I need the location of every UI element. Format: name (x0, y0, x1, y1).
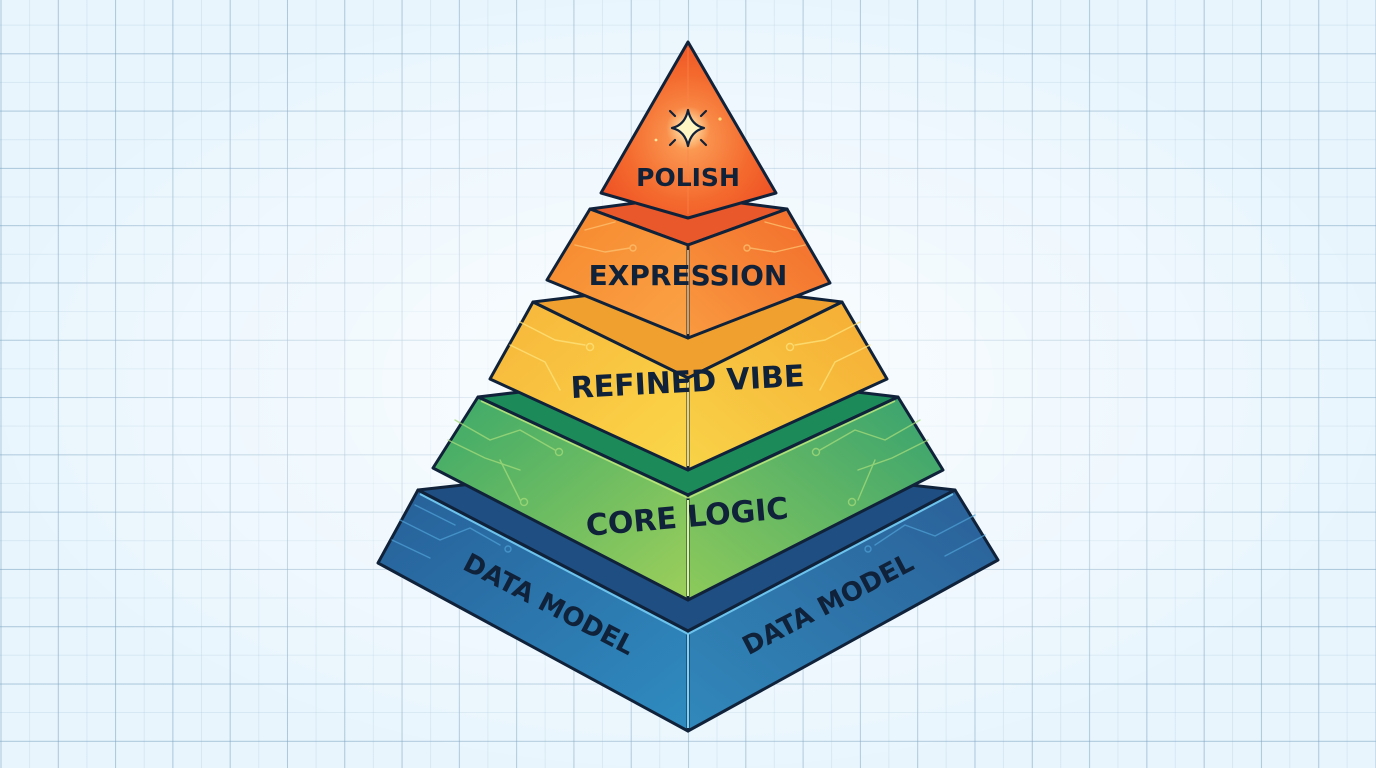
circuit-traces (509, 321, 871, 391)
circuit-traces (447, 419, 929, 507)
polish-label: POLISH (636, 163, 740, 192)
circuit-traces (574, 221, 806, 253)
expression-label: EXPRESSION (589, 259, 788, 292)
circuit-traces (391, 504, 986, 559)
layer-polish: POLISH (599, 40, 778, 220)
sparkle-icon (654, 106, 722, 150)
layer-expression: EXPRESSION (545, 194, 832, 340)
